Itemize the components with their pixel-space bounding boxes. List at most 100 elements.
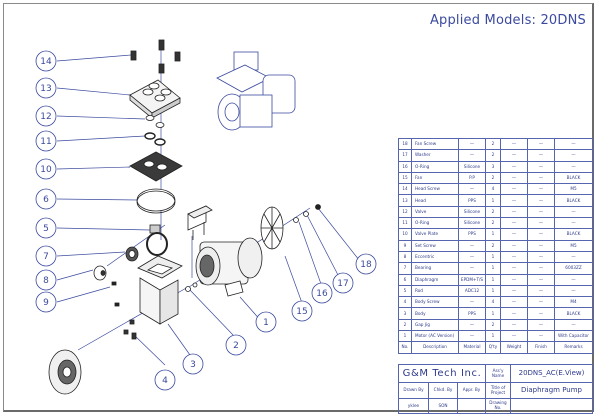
- checked-by-value: SON: [428, 398, 458, 414]
- bom-remarks: —: [554, 250, 593, 264]
- bom-material: ADC12: [458, 284, 486, 298]
- bom-description: Washer: [411, 149, 459, 162]
- bom-weight: —: [500, 171, 528, 185]
- assembled-pump-icon: [216, 51, 296, 131]
- o-ring-icon: [144, 132, 166, 146]
- balloon-label: 8: [43, 276, 49, 286]
- balloon-circle: [154, 369, 176, 391]
- bom-item-number: 9: [398, 239, 412, 252]
- bom-column-header: Finish: [527, 341, 555, 354]
- eccentric-icon: [93, 265, 107, 281]
- bom-item-number: 13: [398, 194, 412, 207]
- bom-material: Silicone: [458, 205, 486, 219]
- bom-weight: —: [500, 183, 528, 196]
- bom-material: —: [458, 330, 486, 343]
- bom-material: —: [458, 318, 486, 332]
- bom-remarks: BLACK: [554, 194, 593, 207]
- bom-weight: —: [500, 273, 528, 286]
- body-icon: [137, 255, 183, 325]
- bom-material: —: [458, 262, 486, 275]
- part-balloon: 8: [35, 269, 57, 291]
- bom-weight: —: [500, 330, 528, 343]
- bom-description: Diaphragm: [411, 273, 459, 286]
- balloon-circle: [35, 188, 57, 210]
- bom-description: Head: [411, 194, 459, 207]
- bom-item-number: 11: [398, 217, 412, 230]
- bom-quantity: 1: [485, 228, 501, 241]
- balloon-label: 6: [43, 195, 49, 205]
- bom-item-number: 8: [398, 250, 412, 264]
- bom-quantity: 4: [485, 183, 501, 196]
- bom-finish: —: [527, 171, 555, 185]
- part-balloon: 10: [35, 158, 57, 180]
- bom-item-number: 12: [398, 205, 412, 219]
- bom-description: Rod: [411, 284, 459, 298]
- part-balloon: 17: [332, 272, 354, 294]
- bom-remarks: BLACK: [554, 171, 593, 185]
- bom-quantity: 2: [485, 149, 501, 162]
- set-screw-icon: [111, 281, 120, 307]
- bom-material: Silicone: [458, 160, 486, 173]
- bom-quantity: 2: [485, 137, 501, 151]
- bom-finish: —: [527, 137, 555, 151]
- bom-remarks: —: [554, 217, 593, 230]
- bom-weight: —: [500, 318, 528, 332]
- part-balloon: 16: [311, 282, 333, 304]
- bom-weight: —: [500, 250, 528, 264]
- bom-remarks: BLACK: [554, 228, 593, 241]
- balloon-label: 13: [40, 84, 51, 94]
- title-block: G&M Tech Inc. Ass'y Name 20DNS_AC(E.View…: [397, 364, 594, 414]
- bom-remarks: —: [554, 318, 593, 332]
- bom-item-number: 5: [398, 284, 412, 298]
- assy-name-value: 20DNS_AC(E.View): [510, 364, 594, 383]
- bom-material: Silicone: [458, 217, 486, 230]
- balloon-label: 15: [296, 307, 307, 317]
- rod-icon: [146, 224, 168, 256]
- bom-remarks: M5: [554, 183, 593, 196]
- bom-description: Gap Jig: [411, 318, 459, 332]
- balloon-circle: [291, 300, 313, 322]
- bom-material: PPS: [458, 194, 486, 207]
- bom-material: —: [458, 137, 486, 151]
- part-balloon: 14: [35, 50, 57, 72]
- fan-icon: [260, 206, 284, 250]
- bom-finish: —: [527, 273, 555, 286]
- balloon-circle: [182, 353, 204, 375]
- balloon-circle: [35, 269, 57, 291]
- bom-finish: —: [527, 318, 555, 332]
- bom-remarks: —: [554, 273, 593, 286]
- balloon-label: 12: [40, 112, 51, 122]
- balloon-circle: [332, 272, 354, 294]
- bom-finish: —: [527, 296, 555, 309]
- fan-washer-icon: [293, 204, 321, 223]
- bom-description: O-Ring: [411, 160, 459, 173]
- bom-description: Valve: [411, 205, 459, 219]
- body-screw-icon: [123, 319, 137, 340]
- balloon-circle: [225, 334, 247, 356]
- bom-item-number: 15: [398, 171, 412, 185]
- bom-material: —: [458, 183, 486, 196]
- bom-weight: —: [500, 262, 528, 275]
- bom-weight: —: [500, 217, 528, 230]
- valve-icon: [145, 115, 165, 128]
- bom-finish: —: [527, 307, 555, 320]
- balloon-circle: [35, 217, 57, 239]
- balloon-label: 16: [316, 289, 328, 299]
- bom-description: Bearing: [411, 262, 459, 275]
- bom-column-header: Description: [411, 341, 459, 354]
- part-balloon: 1: [255, 311, 277, 333]
- head-screw-icon: [130, 39, 181, 74]
- part-balloon: 6: [35, 188, 57, 210]
- bom-remarks: —: [554, 205, 593, 219]
- bom-description: Body Screw: [411, 296, 459, 309]
